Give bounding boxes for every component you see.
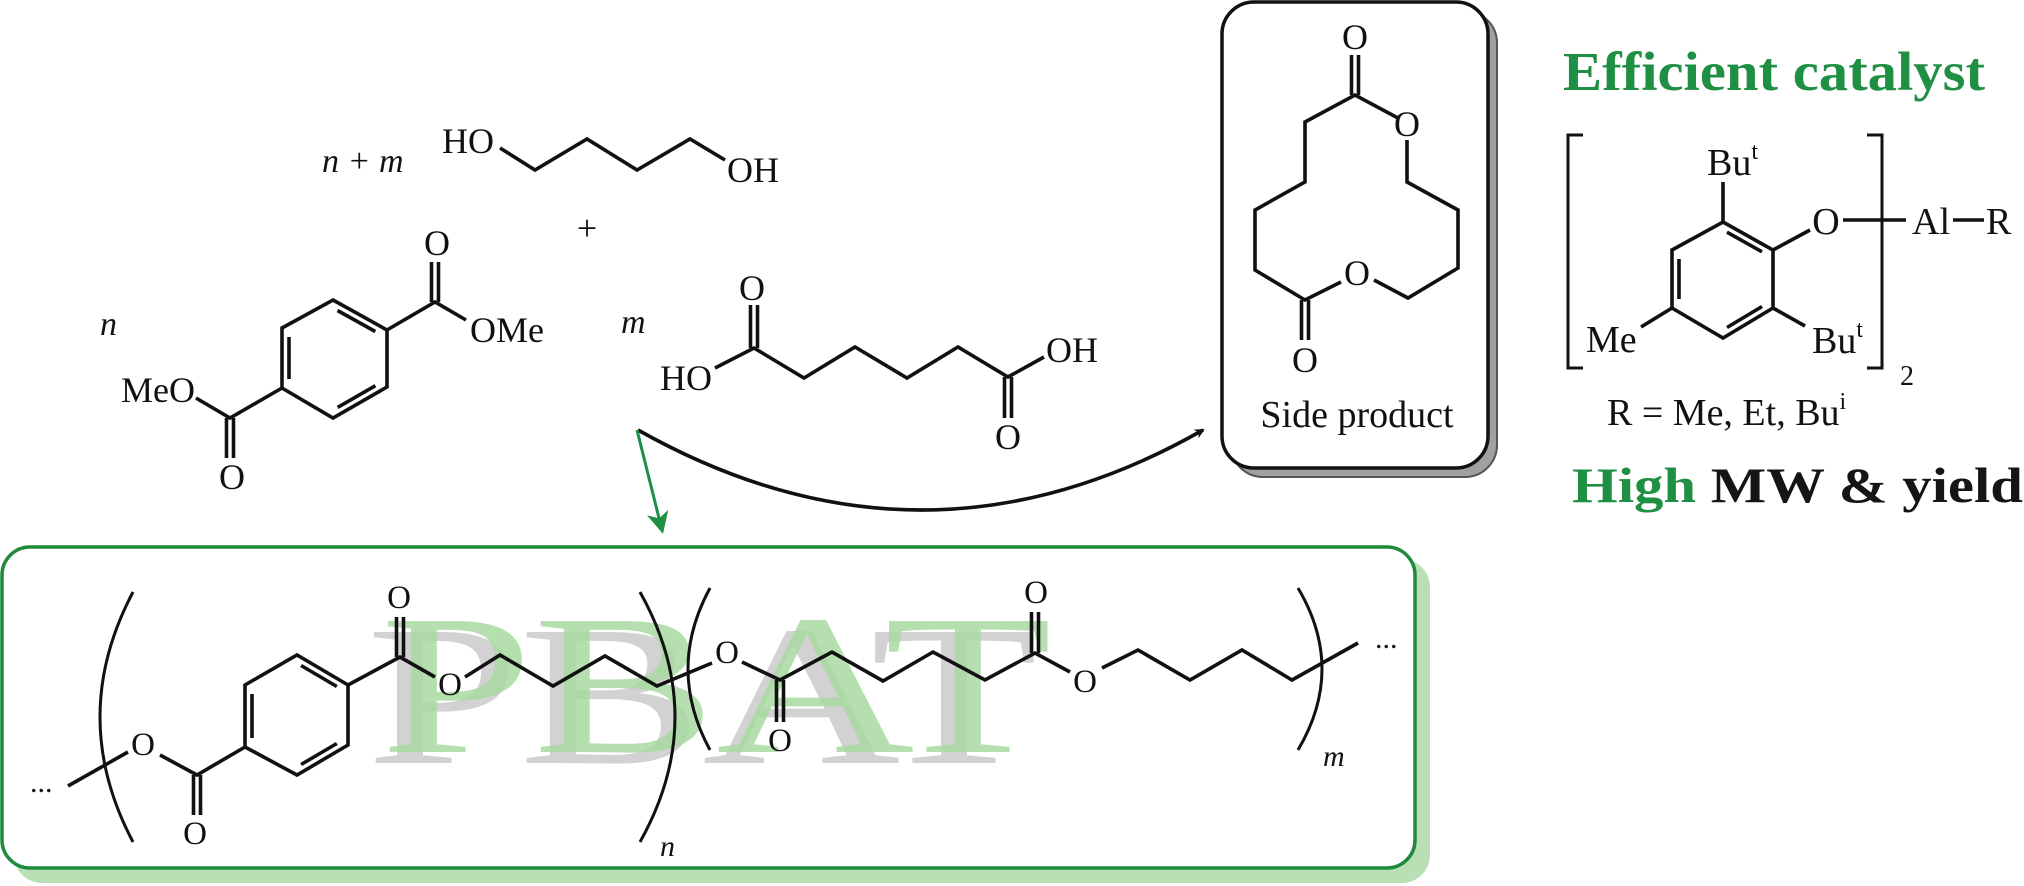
pbat-o-2: O — [183, 816, 207, 852]
result-rest: MW & yield — [1696, 457, 2023, 513]
tbu-top: But — [1707, 139, 1758, 184]
result-high: High — [1572, 457, 1696, 513]
side-product-box: O O O O Side product — [1220, 0, 1498, 478]
repeat-m-open-paren — [686, 587, 712, 751]
result-caption: High MW & yield — [1572, 457, 2023, 513]
acid-ho-label: HO — [660, 358, 712, 398]
side-reaction-arrow — [637, 428, 1205, 512]
polymerization-arrow — [635, 429, 669, 534]
diol-oh-label: OH — [727, 150, 779, 190]
macrocycle-o-top: O — [1342, 17, 1368, 57]
macrocycle-o-ring-2: O — [1344, 253, 1370, 293]
repeat-m-close-paren — [1296, 587, 1324, 751]
pbat-o-3: O — [387, 580, 411, 616]
chain-ellipsis-right: ... — [1375, 622, 1398, 655]
pbat-o-5: O — [715, 635, 739, 671]
catalyst-panel: Efficient catalyst 2 But But Me O Al R R… — [1563, 41, 2023, 513]
pbat-o-6: O — [768, 723, 792, 759]
ester-o-top: O — [424, 223, 450, 263]
diol-coefficient: n + m — [322, 143, 404, 180]
plus-sign: + — [577, 208, 597, 248]
butanediol: n + m HO OH — [322, 121, 779, 190]
side-product-label: Side product — [1260, 394, 1454, 436]
pbat-o-1: O — [131, 727, 155, 763]
r-group-label: R — [1986, 201, 2012, 243]
acid-oh-label: OH — [1046, 330, 1098, 370]
benzene-ring — [280, 297, 389, 421]
r-definition: R = Me, Et, Bui — [1607, 389, 1847, 434]
chain-ellipsis-left: ... — [30, 766, 53, 799]
pbat-o-7: O — [1024, 575, 1048, 611]
catalyst-title: Efficient catalyst — [1563, 41, 1986, 102]
ester-ome-label: OMe — [470, 310, 544, 350]
repeat-n-label: n — [660, 830, 675, 863]
repeat-n-close-paren — [638, 591, 677, 843]
aluminum-label: Al — [1912, 201, 1950, 243]
macrocycle-o-bottom: O — [1292, 340, 1318, 380]
pbat-o-8: O — [1073, 664, 1097, 700]
repeat-m-label: m — [1323, 740, 1345, 773]
acid-coefficient: m — [621, 304, 646, 341]
ester-coefficient: n — [100, 306, 117, 343]
left-bracket — [1566, 133, 1583, 370]
acid-chain — [714, 344, 1045, 381]
phenoxide-o: O — [1812, 201, 1839, 243]
pbat-watermark: PBAT — [380, 575, 1052, 796]
repeat-n-open-paren — [98, 591, 135, 843]
macrocycle-ring — [1253, 92, 1399, 303]
adipic-acid: m HO O O OH — [621, 268, 1098, 457]
pbat-product-box: PBAT PBAT ... ... O O O O O O O O — [0, 545, 1430, 883]
dimethyl-terephthalate: n O OMe MeO O — [100, 223, 544, 497]
ester-o-bottom: O — [219, 457, 245, 497]
macrocycle-o-ring-1: O — [1394, 104, 1420, 144]
pbat-watermark-shadow: PBAT — [366, 586, 1038, 807]
pbat-o-4: O — [438, 667, 462, 703]
bracket-subscript: 2 — [1900, 361, 1914, 392]
phenoxide-ring — [1670, 219, 1775, 341]
tbu-bottom: But — [1812, 317, 1863, 362]
acid-o-top: O — [739, 268, 765, 308]
diol-chain — [499, 136, 726, 173]
acid-o-bottom: O — [995, 417, 1021, 457]
ester-meo-label: MeO — [121, 370, 195, 410]
diol-ho-label: HO — [442, 121, 494, 161]
methyl-label: Me — [1586, 319, 1637, 361]
right-bracket — [1867, 133, 1884, 370]
